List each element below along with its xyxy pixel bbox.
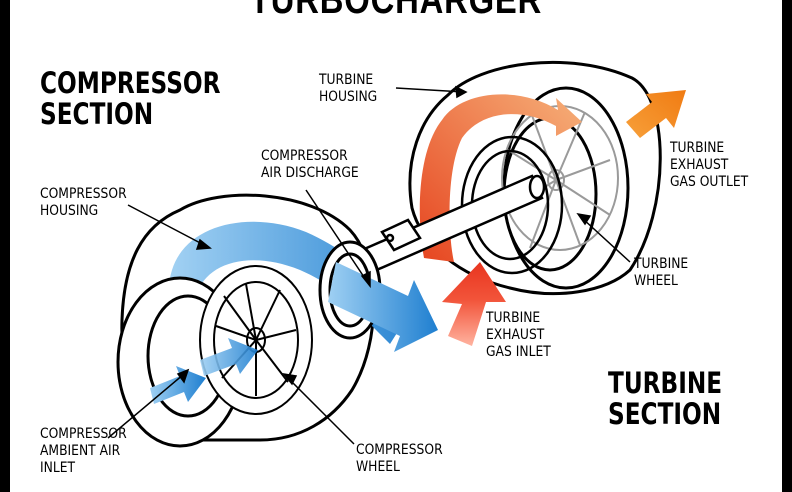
ambient-air-inlet-arrows xyxy=(150,338,258,404)
label-line: GAS OUTLET xyxy=(670,174,749,190)
label-line: EXHAUST xyxy=(486,327,545,343)
label-turbine-exhaust-gas-inlet: TURBINE EXHAUST GAS INLET xyxy=(486,310,551,361)
label-line: TURBINE xyxy=(319,72,374,88)
label-line: COMPRESSOR xyxy=(40,186,127,202)
compressor-section-heading: COMPRESSOR SECTION xyxy=(40,68,221,130)
exhaust-gas-outlet-arrow xyxy=(626,90,686,138)
leader-lines xyxy=(107,85,631,445)
label-line: WHEEL xyxy=(634,273,678,289)
compressor-section-line-1: COMPRESSOR xyxy=(40,66,221,100)
turbine-section-line-1: TURBINE xyxy=(608,366,723,400)
label-line: GAS INLET xyxy=(486,344,551,360)
label-turbine-wheel: TURBINE WHEEL xyxy=(634,256,688,290)
label-turbine-exhaust-gas-outlet: TURBINE EXHAUST GAS OUTLET xyxy=(670,140,748,191)
label-compressor-wheel: COMPRESSOR WHEEL xyxy=(356,442,443,476)
center-housing xyxy=(380,218,422,252)
label-compressor-housing: COMPRESSOR HOUSING xyxy=(40,186,127,220)
label-line: COMPRESSOR xyxy=(356,442,443,458)
label-compressor-air-discharge: COMPRESSOR AIR DISCHARGE xyxy=(261,148,359,182)
air-discharge-arrow xyxy=(328,262,438,352)
label-turbine-housing: TURBINE HOUSING xyxy=(319,72,377,106)
label-line: TURBINE xyxy=(670,140,725,156)
diagram-title: TURBOCHARGER xyxy=(249,0,543,22)
turbine-gas-swirl xyxy=(419,94,582,262)
label-line: COMPRESSOR xyxy=(40,426,127,442)
turbine-section-heading: TURBINE SECTION xyxy=(608,368,722,430)
label-line: TURBINE xyxy=(634,256,689,272)
exhaust-gas-inlet-arrow xyxy=(442,262,506,346)
compressor-section-line-2: SECTION xyxy=(40,97,154,131)
diagram-panel: TURBOCHARGER COMPRESSOR SECTION TURBINE … xyxy=(10,0,782,492)
label-line: WHEEL xyxy=(356,459,400,475)
turbocharger-illustration xyxy=(107,60,686,448)
label-line: HOUSING xyxy=(40,203,99,219)
label-line: TURBINE xyxy=(486,310,541,326)
label-line: EXHAUST xyxy=(670,157,729,173)
shaft xyxy=(360,174,546,274)
label-line: COMPRESSOR xyxy=(261,148,348,164)
turbine-section-line-2: SECTION xyxy=(608,397,722,431)
label-line: AMBIENT AIR xyxy=(40,443,121,459)
label-line: HOUSING xyxy=(319,89,378,105)
label-line: INLET xyxy=(40,460,76,476)
label-compressor-ambient-air-inlet: COMPRESSOR AMBIENT AIR INLET xyxy=(40,426,127,477)
compressor-wheel-shape xyxy=(199,265,313,415)
label-line: AIR DISCHARGE xyxy=(261,165,359,181)
